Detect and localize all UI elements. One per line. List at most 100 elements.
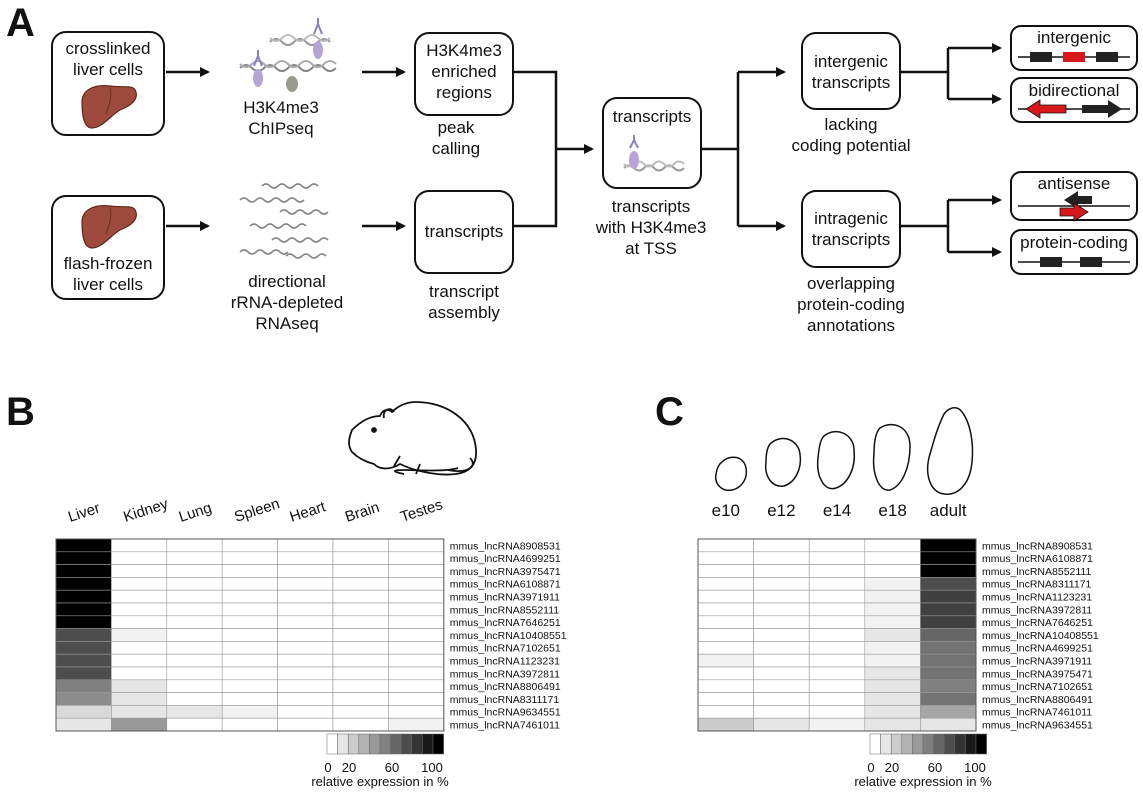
- heatmap-cell: [55, 602, 112, 617]
- row-label: mmus_lncRNA8552111: [982, 566, 1091, 578]
- enriched-regions-box: H3K4me3 enriched regions: [414, 32, 514, 116]
- heatmap-cell: [864, 692, 921, 706]
- scale-step: [358, 733, 370, 755]
- category-protein-coding: protein-coding: [1010, 229, 1138, 275]
- transcripts-box: transcripts: [414, 190, 514, 274]
- heatmap-cell: [920, 692, 977, 706]
- crosslinked-liver-box: crosslinked liver cells: [51, 31, 165, 136]
- heatmap-cell: [277, 628, 334, 642]
- intragenic-caption-1: overlapping: [807, 274, 895, 293]
- row-label: mmus_lncRNA7646251: [982, 617, 1093, 629]
- intergenic-caption-1: lacking: [825, 115, 878, 134]
- heatmap-cell: [808, 589, 866, 604]
- heatmap-cell: [221, 564, 278, 578]
- heatmap-cell: [697, 615, 754, 629]
- heatmap-cell: [753, 551, 810, 565]
- heatmap-cell: [111, 602, 168, 617]
- heatmap-cell: [55, 577, 112, 591]
- mouse-illustration: [348, 401, 477, 476]
- enriched-label-2: enriched: [431, 62, 496, 81]
- heatmap-cell: [920, 628, 977, 642]
- heatmap-cell: [221, 538, 278, 553]
- panel-label-b: B: [6, 390, 35, 434]
- split-connector: [900, 200, 950, 228]
- heatmap-cell: [808, 692, 866, 706]
- row-label: mmus_lncRNA3975471: [450, 566, 561, 578]
- heatmap-cell: [221, 589, 278, 604]
- heatmap-cell: [166, 705, 223, 719]
- heatmap-cell: [808, 615, 866, 629]
- heatmap-cell: [864, 717, 921, 732]
- crosslinked-label-2: liver cells: [73, 60, 143, 79]
- heatmap-cell: [221, 692, 278, 706]
- heatmap-cell: [55, 538, 112, 553]
- heatmap-cell: [920, 717, 977, 732]
- heatmap-cell: [55, 692, 112, 706]
- heatmap-cell: [111, 577, 168, 591]
- scale-step: [954, 733, 966, 755]
- heatmap-cell: [808, 577, 866, 591]
- heatmap-cell: [111, 653, 168, 668]
- scale-tick: 60: [928, 760, 942, 775]
- heatmap-cell: [753, 692, 810, 706]
- column-label: Heart: [288, 498, 329, 526]
- heatmap-cell: [277, 564, 334, 578]
- enriched-label-1: H3K4me3: [426, 41, 502, 60]
- color-scale-c: 0 20 60 100 relative expression in %: [854, 733, 992, 789]
- row-label: mmus_lncRNA1123231: [982, 592, 1092, 604]
- heatmap-cell: [388, 564, 445, 578]
- heatmap-cell: [111, 628, 168, 642]
- heatmap-cell: [221, 602, 278, 617]
- liver-icon: [81, 85, 137, 129]
- heatmap-cell: [55, 705, 112, 719]
- heatmap-cell: [388, 666, 445, 681]
- heatmap-cell: [277, 589, 334, 604]
- heatmap-cell: [111, 692, 168, 706]
- heatmap-cell: [221, 653, 278, 668]
- heatmap-cell: [697, 602, 754, 617]
- heatmap-cell: [388, 705, 445, 719]
- heatmap-cell: [332, 653, 389, 668]
- row-label: mmus_lncRNA8806491: [450, 681, 561, 693]
- center-caption-3: at TSS: [625, 239, 677, 258]
- row-label: mmus_lncRNA3971911: [982, 656, 1092, 668]
- heatmap-cell: [697, 705, 754, 719]
- heatmap-cell: [166, 666, 223, 681]
- heatmap-cell: [166, 653, 223, 668]
- heatmap-cell: [864, 641, 921, 655]
- heatmap-cell: [388, 615, 445, 629]
- heatmap-cell: [808, 628, 866, 642]
- heatmap-cell: [753, 679, 810, 693]
- heatmap-cell: [388, 628, 445, 642]
- heatmap-cell: [277, 577, 334, 591]
- heatmap-cell: [111, 641, 168, 655]
- row-label: mmus_lncRNA8311171: [450, 694, 559, 706]
- rnaseq-reads-illustration: [239, 183, 329, 259]
- heatmap-cell: [864, 653, 921, 668]
- heatmap-cell: [864, 615, 921, 629]
- category-protein-coding-label: protein-coding: [1020, 233, 1128, 252]
- heatmap-cell: [55, 679, 112, 693]
- row-label: mmus_lncRNA4699251: [982, 643, 1093, 655]
- heatmap-cell: [332, 551, 389, 565]
- heatmap-cell: [753, 705, 810, 719]
- assembly-label-2: assembly: [428, 303, 500, 322]
- column-label: Kidney: [121, 495, 170, 525]
- heatmap-cell: [111, 551, 168, 565]
- scale-step: [869, 733, 881, 755]
- scale-tick: 100: [421, 760, 443, 775]
- heatmap-cell: [697, 679, 754, 693]
- heatmap-cell: [808, 653, 866, 668]
- heatmap-cell: [166, 679, 223, 693]
- chip-label-1: H3K4me3: [243, 98, 319, 117]
- heatmap-cell: [166, 551, 223, 565]
- intergenic-box-label-1: intergenic: [814, 52, 888, 71]
- heatmap-cell: [697, 653, 754, 668]
- heatmap-cell: [166, 577, 223, 591]
- heatmap-cell: [55, 551, 112, 565]
- heatmap-cell: [55, 641, 112, 655]
- row-label: mmus_lncRNA7461011: [982, 707, 1092, 719]
- scale-step: [880, 733, 892, 755]
- scale-step: [390, 733, 402, 755]
- heatmap-cell: [111, 705, 168, 719]
